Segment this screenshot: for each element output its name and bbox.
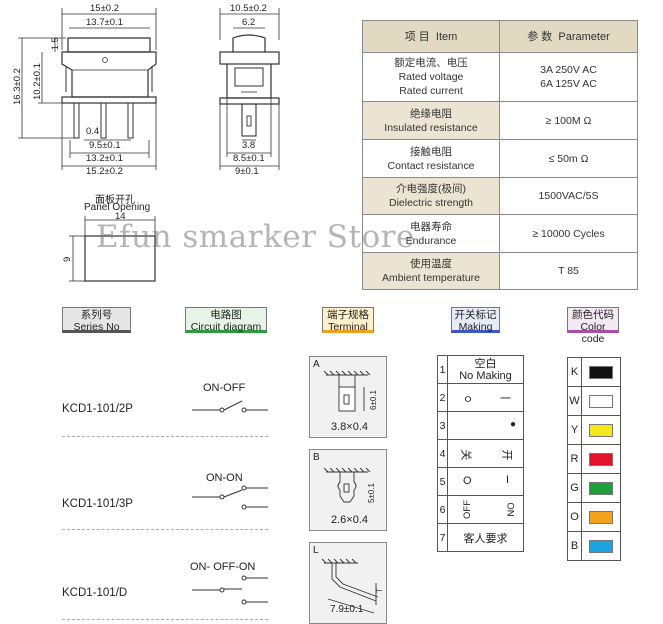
color-row: G <box>567 473 621 503</box>
model-3p: KCD1-101/3P <box>62 498 133 510</box>
color-row: W <box>567 386 621 416</box>
param-header-row: 项 目 Item 参 数 Parameter <box>362 20 638 53</box>
color-swatch-blue <box>589 539 613 553</box>
row-separator <box>62 436 268 437</box>
color-row: Y <box>567 415 621 445</box>
dim-base-width: 15.2±0.2 <box>86 166 123 177</box>
dim-side-body: 8.5±0.1 <box>233 153 265 164</box>
color-row: B <box>567 531 621 561</box>
model-2p: KCD1-101/2P <box>62 403 133 415</box>
panel-opening-height: 9 <box>62 257 73 262</box>
color-row: R <box>567 444 621 474</box>
front-view-drawing: 15±0.2 13.7±0.1 1.5 16.3±0.2 10.2±0.1 0.… <box>12 3 157 177</box>
dim-height-total: 16.3±0.2 <box>12 68 23 105</box>
color-code-table: K W Y R G O B <box>567 357 621 561</box>
dim-top-inner: 13.7±0.1 <box>86 17 123 28</box>
color-swatch-orange <box>589 510 613 524</box>
color-swatch-green <box>589 481 613 495</box>
color-row: O <box>567 502 621 532</box>
making-row: 3 ● <box>437 411 524 440</box>
dim-side-base: 9±0.1 <box>235 166 259 177</box>
terminal-l-drawing: T <box>321 558 384 614</box>
side-view-drawing: 10.5±0.2 6.2 3.8 8.5±0.1 9±0.1 <box>219 3 280 177</box>
color-swatch-yellow <box>589 423 613 437</box>
param-header-parameter: 参 数 Parameter <box>499 20 638 53</box>
panel-opening-title-en: Panel Opening <box>84 202 151 213</box>
terminal-a: A 6±0.1 3.8×0.4 <box>309 356 387 438</box>
dim-height-body: 10.2±0.1 <box>32 63 43 100</box>
terminal-l: L T 7.9±0.1 <box>309 542 387 624</box>
circuit-label-on-off: ON-OFF <box>203 382 246 394</box>
making-row: 7 客人要求 <box>437 523 524 552</box>
dim-pin-span: 9.5±0.1 <box>89 140 121 151</box>
circuit-label-on-off-on: ON- OFF-ON <box>190 561 256 573</box>
svg-text:T: T <box>375 588 384 593</box>
param-row: 介电强度(极间)Dielectric strength 1500VAC/5S <box>362 177 638 215</box>
dim-rocker-step: 1.5 <box>50 37 60 50</box>
panel-opening-width: 14 <box>115 212 126 222</box>
param-header-item: 项 目 Item <box>362 20 500 53</box>
panel-opening-title-cn: 面板开孔 <box>95 195 135 206</box>
color-row: K <box>567 357 621 387</box>
circuit-on-on-diagram <box>192 485 268 510</box>
circuit-on-off-on-diagram <box>192 575 268 605</box>
dim-side-width: 10.5±0.2 <box>230 3 267 14</box>
terminal-a-drawing: 6±0.1 <box>323 370 378 412</box>
terminal-b-drawing: 5±0.1 <box>323 467 376 503</box>
making-row: 4 关开 <box>437 439 524 468</box>
dim-body-width: 13.2±0.1 <box>86 153 123 164</box>
color-swatch-black <box>589 365 613 379</box>
dim-pin-thickness: 0.4 <box>86 126 99 137</box>
row-separator <box>62 619 268 620</box>
circuit-label-on-on: ON-ON <box>206 472 243 484</box>
model-d: KCD1-101/D <box>62 587 128 599</box>
circuit-on-off-diagram <box>192 400 268 413</box>
dim-top-width: 15±0.2 <box>90 3 119 14</box>
store-watermark: Efun smarker Store <box>96 219 415 255</box>
dim-side-pin: 3.8 <box>242 140 255 151</box>
svg-text:5±0.1: 5±0.1 <box>367 482 376 503</box>
panel-opening-drawing: 14 9 <box>62 212 156 282</box>
terminal-b: B 5±0.1 2.6×0.4 <box>309 449 387 531</box>
row-separator <box>62 529 268 530</box>
dim-side-inner: 6.2 <box>242 17 255 28</box>
svg-text:6±0.1: 6±0.1 <box>369 389 378 410</box>
color-swatch-white <box>589 394 613 408</box>
color-swatch-red <box>589 452 613 466</box>
